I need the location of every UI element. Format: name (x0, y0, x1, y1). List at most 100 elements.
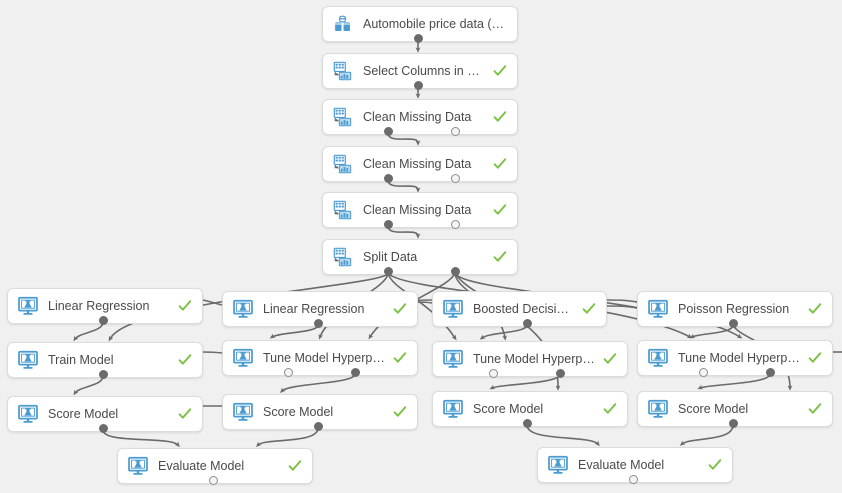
machine-learning-module-icon (647, 398, 669, 420)
node-output-port[interactable] (313, 421, 323, 431)
check-icon (493, 110, 507, 124)
machine-learning-module-icon (232, 347, 254, 369)
pipeline-edge (202, 299, 223, 306)
node-label: Clean Missing Data (363, 110, 472, 124)
check-icon (603, 402, 617, 416)
node-open-port[interactable] (450, 173, 460, 183)
node-output-port[interactable] (555, 368, 565, 378)
node-output-port[interactable] (98, 369, 108, 379)
check-icon (493, 203, 507, 217)
node-label: Clean Missing Data (363, 203, 472, 217)
machine-learning-module-icon (17, 295, 39, 317)
pipeline-edge (679, 424, 734, 446)
check-icon (178, 299, 192, 313)
pipeline-edge (417, 301, 433, 304)
node-label: Poisson Regression (678, 302, 790, 316)
check-icon (393, 405, 407, 419)
pipeline-node[interactable]: Tune Model Hyperparameters (222, 340, 418, 376)
node-open-port[interactable] (208, 475, 218, 485)
check-icon (178, 407, 192, 421)
node-output-port[interactable] (313, 318, 323, 328)
node-label: Evaluate Model (158, 459, 245, 473)
node-open-port[interactable] (628, 474, 638, 484)
node-label: Tune Model Hyperparameters (263, 351, 385, 365)
node-open-port[interactable] (488, 368, 498, 378)
node-label: Split Data (363, 250, 418, 264)
node-output-port[interactable] (413, 33, 423, 43)
node-output-port[interactable] (350, 367, 360, 377)
machine-learning-module-icon (647, 347, 669, 369)
check-icon (808, 402, 822, 416)
node-output-port[interactable] (383, 173, 393, 183)
node-output-port[interactable] (765, 367, 775, 377)
pipeline-edge (526, 424, 600, 447)
node-label: Boosted Decision Tree Regr... (473, 302, 574, 316)
check-icon (393, 302, 407, 316)
pipeline-node[interactable]: Score Model (432, 391, 628, 427)
pipeline-node[interactable]: Tune Model Hyperparameters (637, 340, 833, 376)
machine-learning-module-icon (647, 298, 669, 320)
check-icon (493, 157, 507, 171)
node-open-port[interactable] (450, 126, 460, 136)
pipeline-edge (697, 373, 771, 390)
node-label: Train Model (48, 353, 114, 367)
node-open-port[interactable] (450, 219, 460, 229)
check-icon (582, 302, 596, 316)
check-icon (493, 250, 507, 264)
pipeline-edge (256, 427, 319, 447)
data-transformation-icon (332, 106, 354, 128)
pipeline-edge (606, 305, 638, 309)
machine-learning-module-icon (442, 298, 464, 320)
machine-learning-module-icon (232, 401, 254, 423)
node-label: Linear Regression (263, 302, 365, 316)
node-label: Score Model (48, 407, 119, 421)
node-output-port[interactable] (728, 318, 738, 328)
node-output-port[interactable] (383, 266, 393, 276)
node-open-port[interactable] (698, 367, 708, 377)
node-open-port[interactable] (283, 367, 293, 377)
machine-learning-module-icon (442, 348, 464, 370)
node-label: Score Model (678, 402, 749, 416)
node-label: Clean Missing Data (363, 157, 472, 171)
node-output-port[interactable] (728, 418, 738, 428)
check-icon (493, 64, 507, 78)
pipeline-node[interactable]: Split Data (322, 239, 518, 275)
data-transformation-icon (332, 246, 354, 268)
node-output-port[interactable] (450, 266, 460, 276)
node-label: Tune Model Hyperparameters (473, 352, 595, 366)
node-label: Linear Regression (48, 299, 150, 313)
data-transformation-icon (332, 199, 354, 221)
machine-learning-module-icon (127, 455, 149, 477)
node-output-port[interactable] (413, 80, 423, 90)
pipeline-node[interactable]: Clean Missing Data (322, 99, 518, 135)
node-label: Automobile price data (Raw) (363, 17, 507, 31)
node-output-port[interactable] (98, 423, 108, 433)
node-label: Tune Model Hyperparameters (678, 351, 800, 365)
machine-learning-module-icon (547, 454, 569, 476)
node-output-port[interactable] (383, 219, 393, 229)
node-label: Select Columns in Dataset (363, 64, 485, 78)
pipeline-node[interactable]: Clean Missing Data (322, 192, 518, 228)
check-icon (708, 458, 722, 472)
node-label: Score Model (263, 405, 334, 419)
check-icon (808, 302, 822, 316)
node-label: Score Model (473, 402, 544, 416)
pipeline-node[interactable]: Clean Missing Data (322, 146, 518, 182)
node-output-port[interactable] (522, 318, 532, 328)
check-icon (603, 352, 617, 366)
node-label: Evaluate Model (578, 458, 665, 472)
check-icon (288, 459, 302, 473)
machine-learning-module-icon (232, 298, 254, 320)
pipeline-edge (102, 429, 180, 448)
node-output-port[interactable] (383, 126, 393, 136)
pipeline-edge (606, 299, 638, 303)
pipeline-node[interactable]: Tune Model Hyperparameters (432, 341, 628, 377)
pipeline-edge (73, 375, 104, 396)
machine-learning-module-icon (442, 398, 464, 420)
data-transformation-icon (332, 60, 354, 82)
node-output-port[interactable] (98, 315, 108, 325)
pipeline-node[interactable]: Boosted Decision Tree Regr... (432, 291, 607, 327)
machine-learning-module-icon (17, 403, 39, 425)
node-output-port[interactable] (522, 418, 532, 428)
